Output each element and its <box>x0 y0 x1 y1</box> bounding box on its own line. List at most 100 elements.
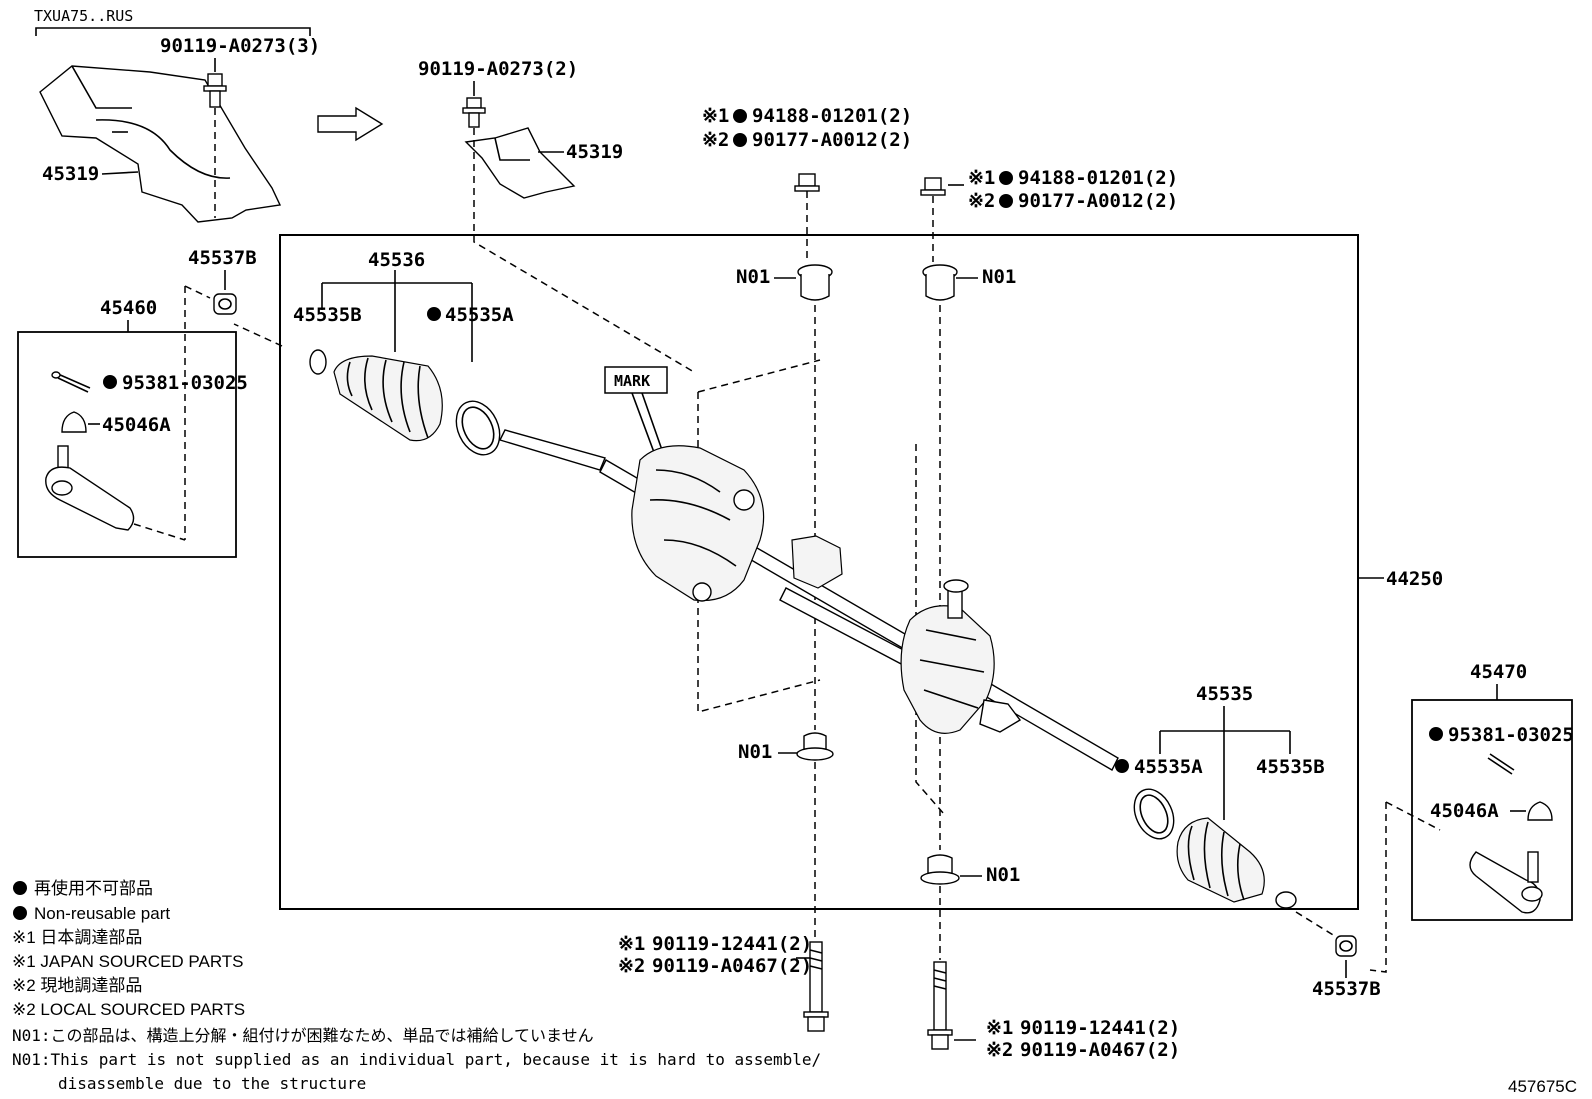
legend-nonreuse-en: Non-reusable part <box>34 904 170 923</box>
legend-n01-en-2: disassemble due to the structure <box>58 1074 366 1093</box>
clamp-left-icon <box>309 349 327 375</box>
callout-cap-left: 45046A <box>102 414 171 436</box>
nonreuse-dot-icon <box>13 881 27 895</box>
callout-tie-end-right: 45470 <box>1470 661 1527 683</box>
callout-nut-tie-left: 45537B <box>188 247 257 269</box>
callout-band-right: 45535A <box>1134 756 1203 778</box>
legend: 再使用不可部品 Non-reusable part ※1 日本調達部品 ※1 J… <box>12 878 821 1093</box>
legend-n01-jp: N01:この部品は、構造上分解・組付けが困難なため、単品では補給していません <box>12 1026 594 1045</box>
callout-tie-end-left: 45460 <box>100 297 157 319</box>
nonreuse-dot-icon <box>427 307 441 321</box>
callout-nut-tie-right: 45537B <box>1312 978 1381 1000</box>
legend-m2-en: ※2 LOCAL SOURCED PARTS <box>12 1000 245 1019</box>
nonreuse-dot-icon <box>999 171 1013 185</box>
mark-2: ※2 <box>702 129 729 151</box>
band-left <box>455 400 501 456</box>
nonreuse-dot-icon <box>1115 759 1129 773</box>
callout-bolt-right-1: 90119-12441(2) <box>1020 1017 1180 1039</box>
arrow-right-icon <box>317 106 384 142</box>
callout-nut-right-2: 90177-A0012(2) <box>1018 190 1178 212</box>
mark-2: ※2 <box>986 1039 1013 1061</box>
tie-rod-end-left <box>45 445 135 531</box>
boot-right <box>1176 817 1265 903</box>
callout-rack-assembly: 44250 <box>1386 568 1443 590</box>
leader <box>1159 706 1291 820</box>
clamp-right-icon <box>1275 891 1297 909</box>
callout-clamp-left: 45535B <box>293 304 362 326</box>
steering-rack <box>499 429 1119 771</box>
mark-1: ※1 <box>986 1017 1013 1039</box>
tie-end-right-frame <box>1411 699 1573 921</box>
legend-m1-jp: ※1 日本調達部品 <box>12 928 142 947</box>
cotter-pin-icon <box>1487 753 1515 775</box>
callout-band-left: 45535A <box>445 304 514 326</box>
leader <box>321 270 473 362</box>
callout-pin-left: 95381-03025 <box>122 372 248 394</box>
tie-end-left-frame <box>17 331 237 558</box>
nonreuse-dot-icon <box>1429 727 1443 741</box>
callout-bolt-right-2: 90119-A0467(2) <box>1020 1039 1180 1061</box>
dash-guide <box>697 359 821 713</box>
bushing-icon <box>922 264 958 301</box>
variant-label: TXUA75..RUS <box>34 7 133 25</box>
bushing-icon <box>796 732 834 761</box>
callout-bolt-center-2: 90119-A0467(2) <box>652 955 812 977</box>
mark-box <box>604 366 668 394</box>
heat-shield-right <box>464 127 576 199</box>
callout-bushing-bottom-right: N01 <box>986 864 1020 886</box>
callout-cap-right: 45046A <box>1430 800 1499 822</box>
bolt-icon <box>927 961 953 1050</box>
callout-bolt-center-1: 90119-12441(2) <box>652 933 812 955</box>
bolt-icon <box>203 73 227 108</box>
rack-assembly-frame <box>279 234 1359 910</box>
callout-shield-bolt-right: 90119-A0273(2) <box>418 58 578 80</box>
mark-1: ※1 <box>702 105 729 127</box>
callout-nut-center-2: 90177-A0012(2) <box>752 129 912 151</box>
dash-guide <box>133 523 186 541</box>
dash-guide <box>1369 802 1387 973</box>
dash-guide <box>1295 911 1339 939</box>
nonreuse-dot-icon <box>103 375 117 389</box>
bolt-icon <box>462 97 486 128</box>
variant-bracket <box>35 27 311 36</box>
callout-shield-bolt-left: 90119-A0273(3) <box>160 35 320 57</box>
legend-m2-jp: ※2 現地調達部品 <box>12 976 142 995</box>
legend-m1-en: ※1 JAPAN SOURCED PARTS <box>12 952 244 971</box>
cotter-pin-icon <box>51 371 91 393</box>
callout-mark: MARK <box>614 372 650 390</box>
mark-1: ※1 <box>968 167 995 189</box>
nonreuse-dot-icon <box>999 194 1013 208</box>
band-right <box>1133 788 1175 840</box>
callout-bushing-bottom-left: N01 <box>738 741 772 763</box>
callout-nut-center-1: 94188-01201(2) <box>752 105 912 127</box>
bushing-icon <box>797 264 833 301</box>
dash-guide <box>184 285 211 540</box>
callout-shield-right: 45319 <box>566 141 623 163</box>
nonreuse-dot-icon <box>733 133 747 147</box>
castle-nut-icon <box>1335 935 1357 957</box>
legend-nonreuse-jp: 再使用不可部品 <box>34 878 153 898</box>
diagram-id: 457675C <box>1508 1077 1577 1096</box>
castle-nut-icon <box>213 293 237 315</box>
legend-n01-en-1: N01:This part is not supplied as an indi… <box>12 1050 821 1069</box>
flange-nut-icon <box>920 177 946 196</box>
dash-guide <box>473 128 695 373</box>
callout-shield-left: 45319 <box>42 163 99 185</box>
callout-bushing-top-right: N01 <box>982 266 1016 288</box>
bolt-icon <box>803 941 829 1032</box>
callout-clamp-right: 45535B <box>1256 756 1325 778</box>
heat-shield-left <box>39 65 282 223</box>
mark-2: ※2 <box>968 190 995 212</box>
mark-2: ※2 <box>618 955 645 977</box>
tie-rod-end-right <box>1469 851 1543 914</box>
dash-guide <box>915 444 945 815</box>
callout-boot-set-left: 45536 <box>368 249 425 271</box>
mark-1: ※1 <box>618 933 645 955</box>
bushing-icon <box>920 854 960 885</box>
boot-left <box>333 355 443 442</box>
leader <box>101 171 139 175</box>
nonreuse-dot-icon <box>733 109 747 123</box>
callout-bushing-top-left: N01 <box>736 266 770 288</box>
callout-nut-right-1: 94188-01201(2) <box>1018 167 1178 189</box>
dash-guide <box>233 323 283 347</box>
